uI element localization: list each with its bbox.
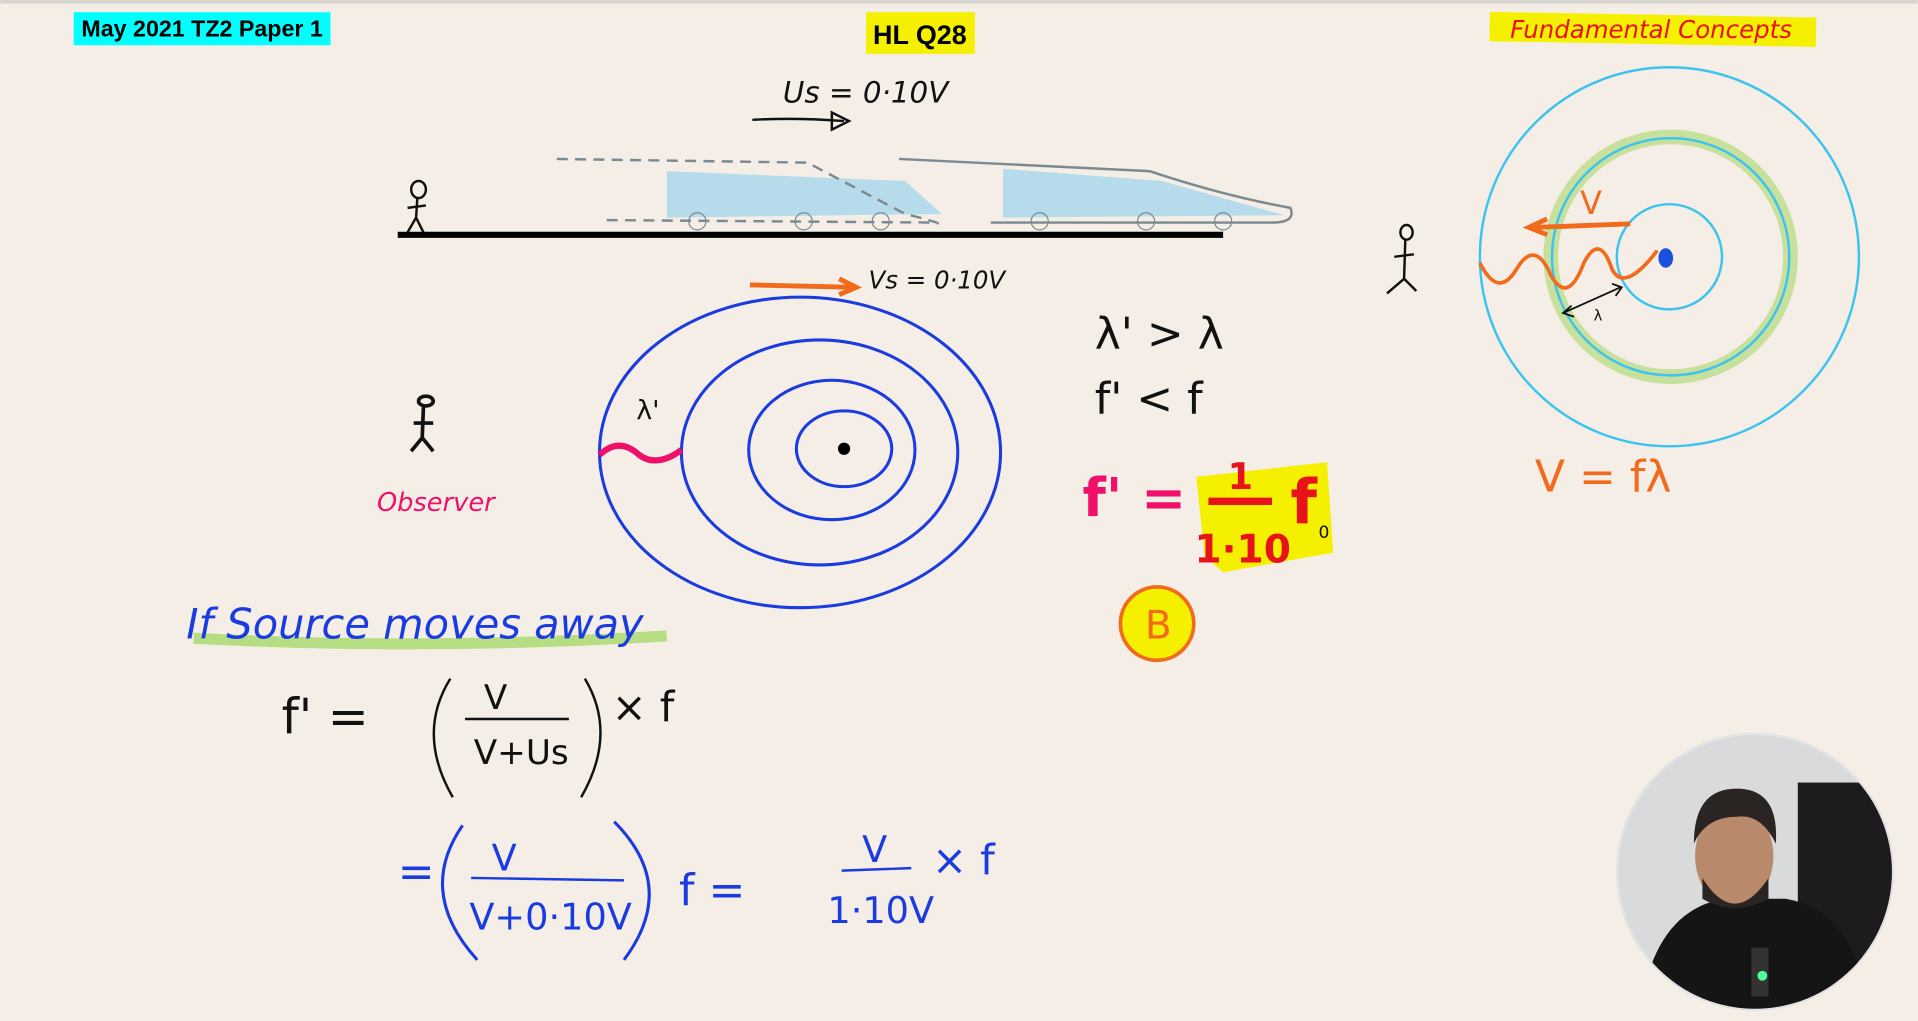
notes: λ' > λ f' < f f' = 1 1·10 f 0 B	[1082, 308, 1334, 663]
derivation-line2-rhs: × f	[932, 835, 996, 884]
answer-badge: B	[1118, 585, 1196, 663]
result-denominator: 1·10	[1194, 527, 1291, 572]
frequency-inequality: f' < f	[1095, 373, 1204, 424]
derivation-line2-f: f =	[679, 865, 745, 916]
wave-icon	[1478, 247, 1659, 290]
stick-figure-icon	[1386, 223, 1418, 295]
concepts-label-text: Fundamental Concepts	[1510, 15, 1792, 44]
wavelength-label: λ	[1594, 307, 1603, 324]
paper-label: May 2021 TZ2 Paper 1	[73, 12, 331, 46]
derivation-line2-denominator2: 1·10V	[827, 889, 934, 932]
arrow-right-icon	[752, 110, 852, 132]
question-label-text: HL Q28	[873, 20, 967, 50]
train-icon	[556, 157, 1293, 231]
wavelength-label: λ'	[636, 395, 659, 426]
double-arrow-icon	[1561, 282, 1624, 318]
velocity-label: V	[1580, 185, 1602, 222]
derivation-line1-denominator: V+Us	[474, 733, 569, 773]
presenter-video	[1618, 734, 1892, 1009]
concepts-diagram: V λ V = fλ	[1386, 66, 1861, 503]
result-numerator: 1	[1227, 455, 1253, 498]
observer-figure-icon	[409, 394, 436, 453]
arrow-left-icon	[1522, 216, 1631, 238]
question-label: HL Q28	[866, 12, 975, 54]
arrow-right-icon	[749, 276, 863, 297]
wavelength-inequality: λ' > λ	[1095, 308, 1224, 359]
stick-figure-icon	[406, 179, 428, 233]
result-subscript: 0	[1318, 523, 1329, 543]
concepts-label: Fundamental Concepts	[1489, 11, 1817, 47]
source-dot	[1658, 248, 1674, 268]
source-dot	[837, 442, 851, 455]
result-lhs: f' =	[1082, 466, 1186, 529]
derivation-line2-numerator: V	[492, 837, 517, 880]
derivation-line2-denominator: V+0·10V	[469, 895, 632, 938]
observer-label: Observer	[377, 488, 496, 518]
derivation-line2-numerator2: V	[862, 828, 887, 871]
result-f: f	[1290, 467, 1318, 538]
answer-letter: B	[1145, 603, 1172, 648]
webcam-overlay	[1616, 733, 1894, 1011]
answer-highlight	[1196, 462, 1334, 573]
derivation-line1-rhs: × f	[612, 682, 676, 731]
paper-label-text: May 2021 TZ2 Paper 1	[81, 16, 322, 42]
wavefront-diagram: Vs = 0·10V λ' Observer	[377, 266, 1008, 610]
derivation-line1-lhs: f' =	[282, 689, 369, 746]
derivation-line2-equals: =	[398, 846, 435, 897]
wave-icon	[597, 442, 684, 464]
derivation: If Source moves away f' = V V+Us × f = V…	[186, 599, 996, 961]
derivation-line1-numerator: V	[484, 678, 508, 718]
wave-equation: V = fλ	[1535, 452, 1671, 503]
top-bar	[0, 0, 1918, 4]
train-diagram: Us = 0·10V	[397, 76, 1293, 238]
train-speed-text: Us = 0·10V	[783, 76, 950, 110]
derivation-heading: If Source moves away	[186, 599, 645, 648]
wavefront-speed-text: Vs = 0·10V	[869, 266, 1008, 295]
